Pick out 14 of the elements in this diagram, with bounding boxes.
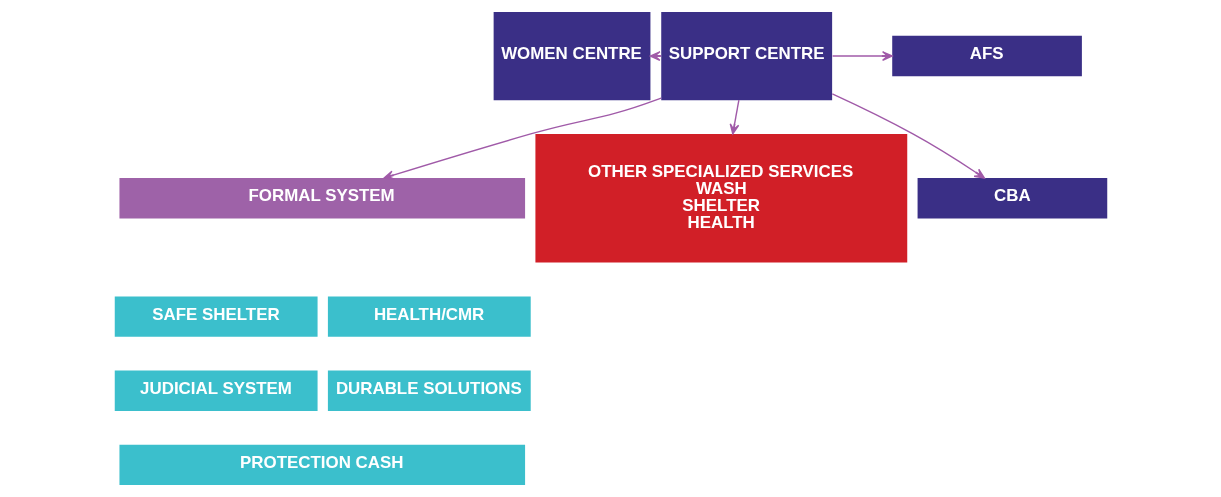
node-box: AFS xyxy=(891,35,1082,77)
node-box: CBA xyxy=(917,178,1107,219)
arrow xyxy=(831,93,985,179)
node-box: OTHER SPECIALIZED SERVICES WASH SHELTER HEALTH xyxy=(534,133,907,263)
arrow xyxy=(831,51,893,61)
arrow xyxy=(729,99,740,135)
node-box: HEALTH/CMR xyxy=(327,296,531,337)
node-box: PROTECTION CASH xyxy=(118,444,525,486)
node-box: SAFE SHELTER xyxy=(114,296,318,337)
node-box: JUDICIAL SYSTEM xyxy=(114,370,318,411)
node-box: DURABLE SOLUTIONS xyxy=(327,370,531,411)
node-box: WOMEN CENTRE xyxy=(493,11,650,101)
node-box: FORMAL SYSTEM xyxy=(118,178,525,219)
arrow xyxy=(382,97,662,180)
